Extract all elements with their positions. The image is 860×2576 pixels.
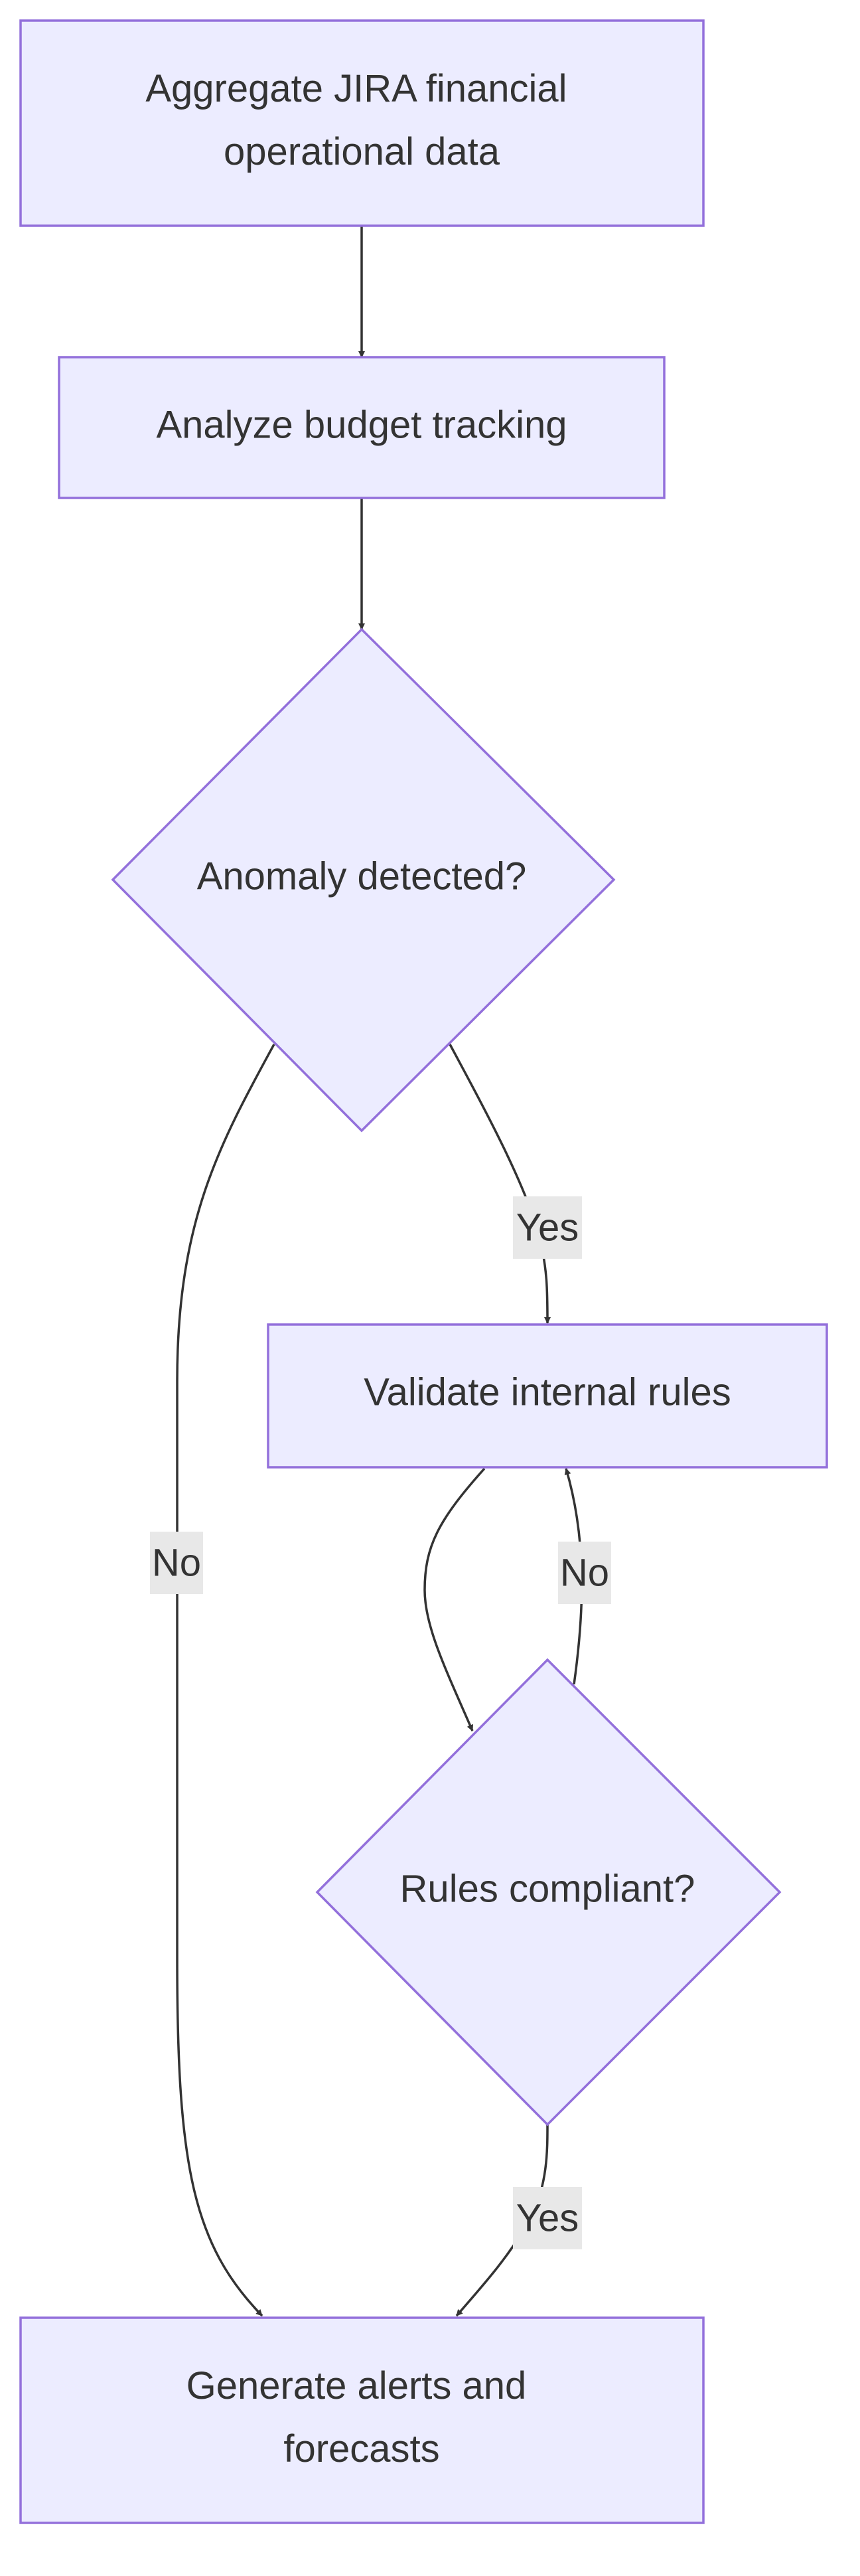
edge-anomaly-to-generate-no bbox=[176, 1044, 275, 2317]
node-analyze-budget: Analyze budget tracking bbox=[58, 356, 666, 499]
edge-label-anomaly-no-text: No bbox=[152, 1542, 201, 1585]
node-aggregate-data-line2: operational data bbox=[224, 130, 500, 173]
node-aggregate-data: Aggregate JIRA financial operational dat… bbox=[19, 19, 705, 227]
node-rules-compliant-label: Rules compliant? bbox=[400, 1868, 695, 1911]
node-validate-rules: Validate internal rules bbox=[267, 1323, 828, 1469]
nodes: Aggregate JIRA financial operational dat… bbox=[19, 19, 828, 2524]
edge-label-anomaly-yes-text: Yes bbox=[516, 1206, 579, 1249]
edge-label-compliant-yes: Yes bbox=[513, 2187, 582, 2249]
node-aggregate-data-line1: Aggregate JIRA financial bbox=[145, 67, 567, 110]
edge-label-compliant-no: No bbox=[558, 1542, 611, 1604]
node-generate-alerts-line2: forecasts bbox=[283, 2427, 439, 2470]
node-generate-alerts-line1: Generate alerts and bbox=[186, 2364, 527, 2407]
node-aggregate-data-label: Aggregate JIRA financial operational dat… bbox=[145, 67, 577, 173]
edge-labels: Yes No No Yes bbox=[150, 1196, 611, 2249]
edge-label-anomaly-yes: Yes bbox=[513, 1196, 582, 1259]
edge-validate-to-compliant bbox=[423, 1467, 486, 1731]
edge-label-compliant-no-text: No bbox=[560, 1552, 609, 1595]
node-anomaly-detected: Anomaly detected? bbox=[111, 627, 616, 1133]
node-analyze-budget-label: Analyze budget tracking bbox=[156, 404, 567, 447]
node-anomaly-detected-label: Anomaly detected? bbox=[197, 855, 527, 898]
edge-label-anomaly-no: No bbox=[150, 1532, 203, 1594]
node-generate-alerts: Generate alerts and forecasts bbox=[19, 2316, 705, 2524]
node-validate-rules-label: Validate internal rules bbox=[364, 1371, 731, 1414]
node-rules-compliant: Rules compliant? bbox=[315, 1658, 782, 2127]
node-generate-alerts-label: Generate alerts and forecasts bbox=[186, 2364, 538, 2470]
edge-anomaly-to-validate-yes bbox=[449, 1044, 551, 1324]
edge-label-compliant-yes-text: Yes bbox=[516, 2197, 579, 2240]
